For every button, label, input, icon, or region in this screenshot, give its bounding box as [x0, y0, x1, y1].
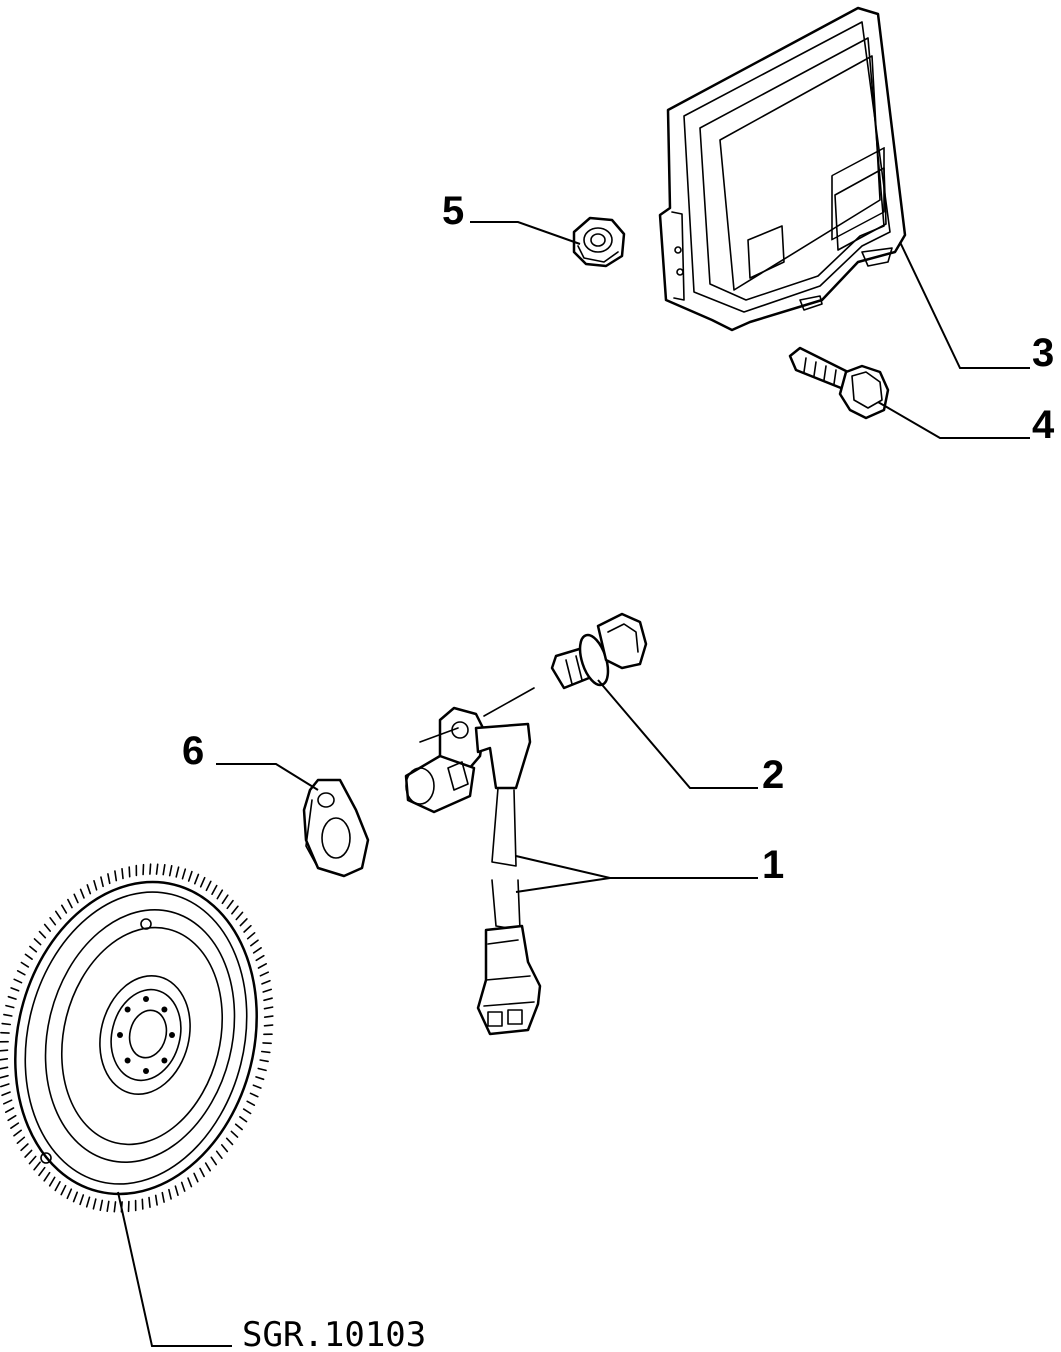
part-3-control-unit [658, 6, 907, 332]
hub-bolt-hole [143, 996, 149, 1002]
flywheel-hub-bolt-holes [117, 996, 175, 1074]
flywheel [0, 863, 274, 1213]
callout-5: 5 [442, 189, 464, 233]
leader-1a [515, 855, 758, 879]
part-1-sensor [404, 687, 542, 1036]
leader-1b [515, 877, 611, 893]
part-2-screw [550, 612, 648, 690]
leader-4 [877, 401, 1030, 439]
hub-bolt-hole [124, 1006, 131, 1013]
hub-bolt-hole [161, 1006, 168, 1013]
callout-2: 2 [762, 753, 784, 797]
part-4-bolt [788, 346, 890, 420]
leader-2 [597, 679, 758, 789]
leader-5 [470, 221, 581, 245]
callout-6: 6 [182, 729, 204, 773]
callout-1: 1 [762, 843, 784, 887]
leader-3 [899, 241, 1030, 369]
hub-bolt-hole [161, 1057, 168, 1064]
drawing-reference-code: SGR.10103 [242, 1315, 426, 1352]
leader-lines [117, 221, 1030, 1347]
leader-ref [117, 1191, 232, 1347]
hub-bolt-hole [169, 1032, 175, 1038]
hub-bolt-hole [117, 1032, 123, 1038]
callout-4: 4 [1032, 403, 1055, 447]
leader-6 [216, 763, 319, 791]
part-5-nut [572, 216, 626, 268]
part-6-spacer [302, 778, 370, 878]
callout-3: 3 [1032, 331, 1054, 375]
hub-bolt-hole [124, 1057, 131, 1064]
hub-bolt-hole [143, 1068, 149, 1074]
